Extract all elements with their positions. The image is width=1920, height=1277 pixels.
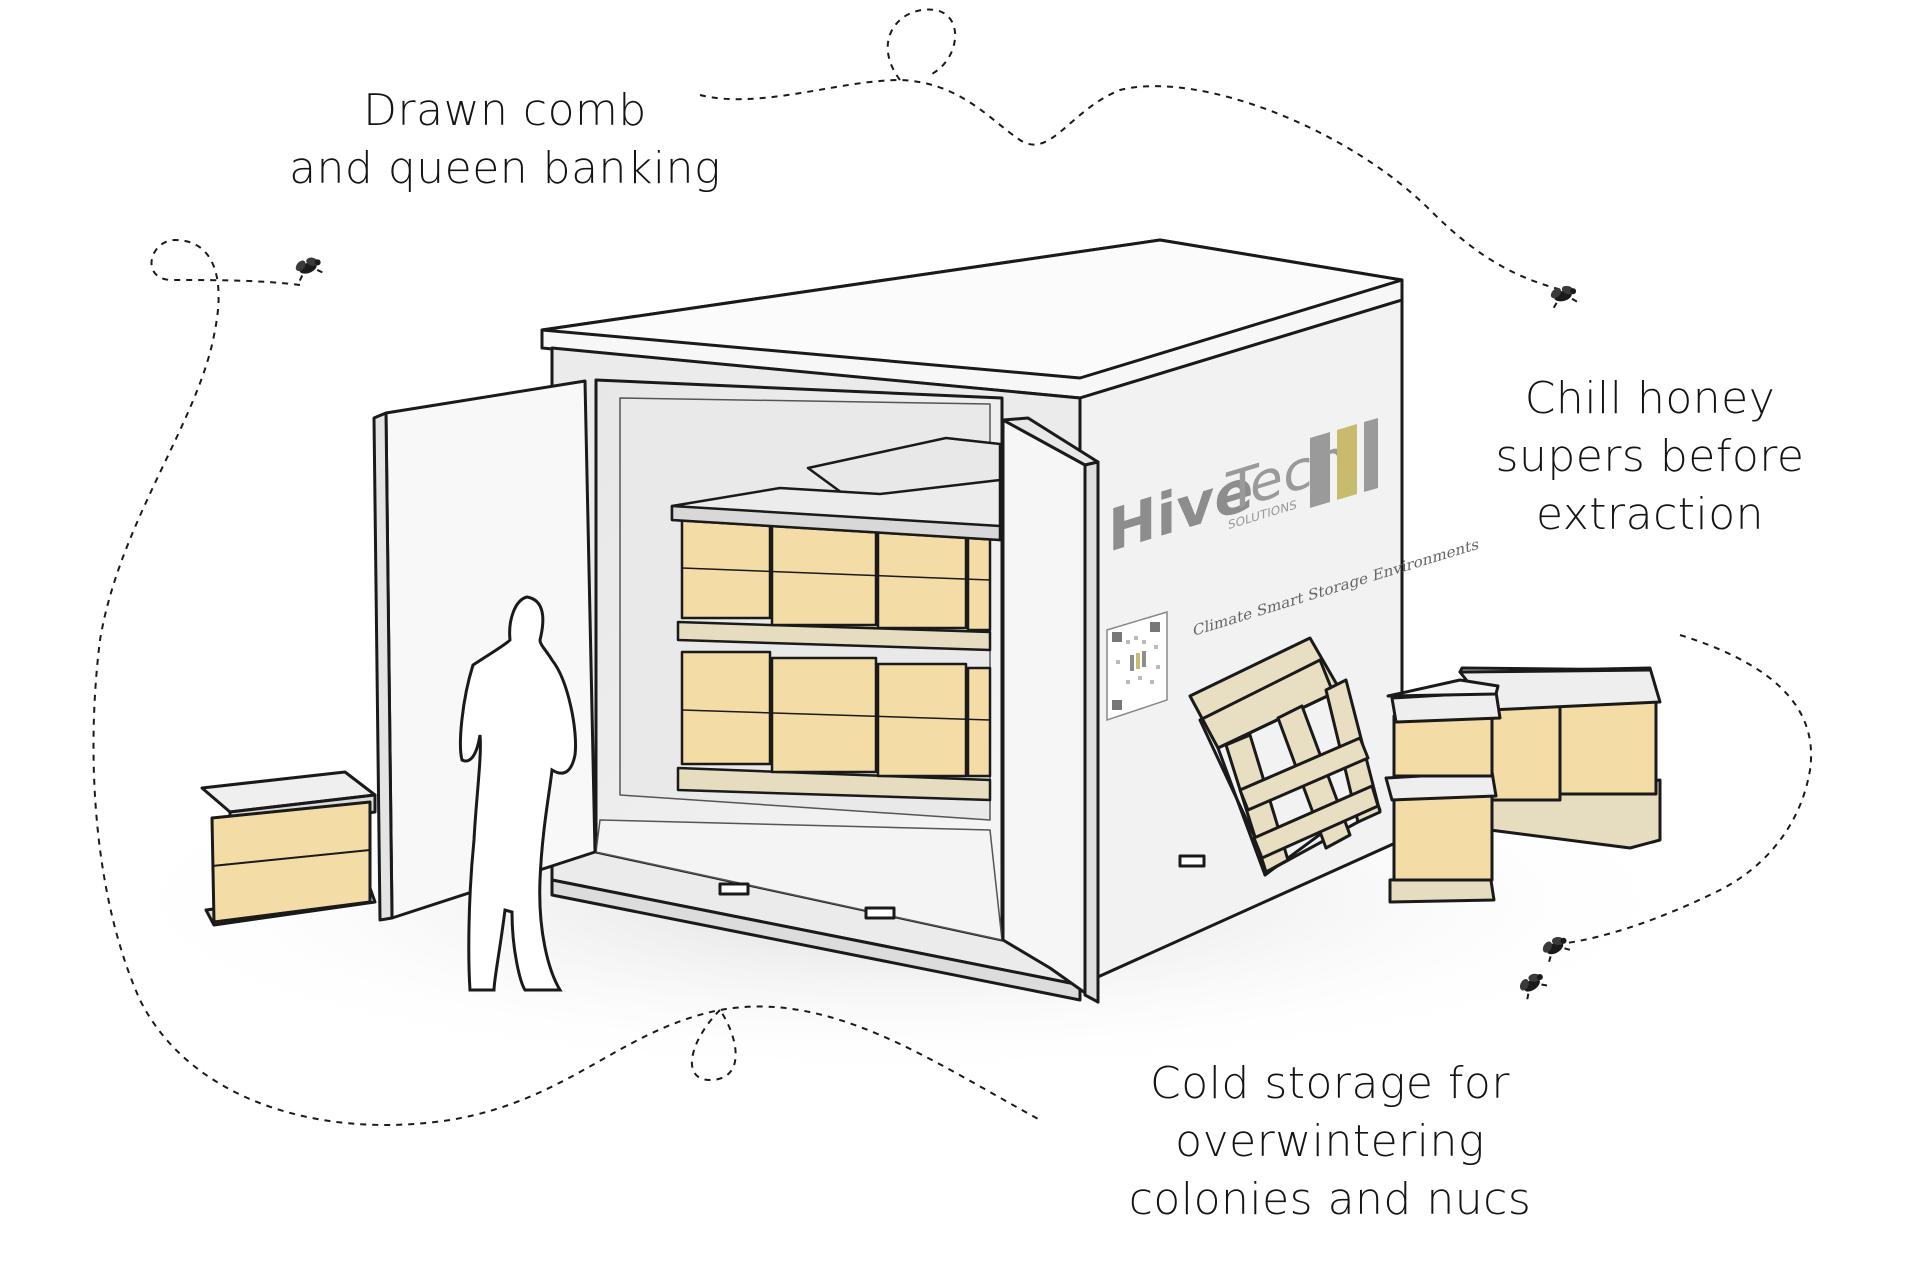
caption-line: supers before [1495,431,1805,482]
caption-line: colonies and nucs [1128,1174,1532,1225]
interior-hive-stacks [670,436,1002,802]
person-silhouette [459,595,578,992]
bee-flight-paths [92,8,1813,1126]
caption-drawn-comb: Drawn comb and queen banking [240,82,770,198]
bee-icon [1546,280,1580,310]
right-hive-stacks [1384,666,1662,904]
bee-icon [290,251,326,283]
caption-cold-storage: Cold storage for overwintering colonies … [1070,1055,1590,1229]
caption-line: Drawn comb [363,85,647,136]
brand-stripes [1310,418,1378,508]
qr-code-icon [1106,610,1168,722]
single-hive-box [200,770,377,927]
caption-line: extraction [1535,489,1765,540]
caption-line: overwintering [1175,1116,1485,1167]
caption-chill-supers: Chill honey supers before extraction [1460,370,1840,544]
caption-line: Chill honey [1524,373,1776,424]
caption-line: and queen banking [289,143,721,194]
leaning-pallet [1188,636,1382,877]
caption-line: Cold storage for [1150,1058,1510,1109]
